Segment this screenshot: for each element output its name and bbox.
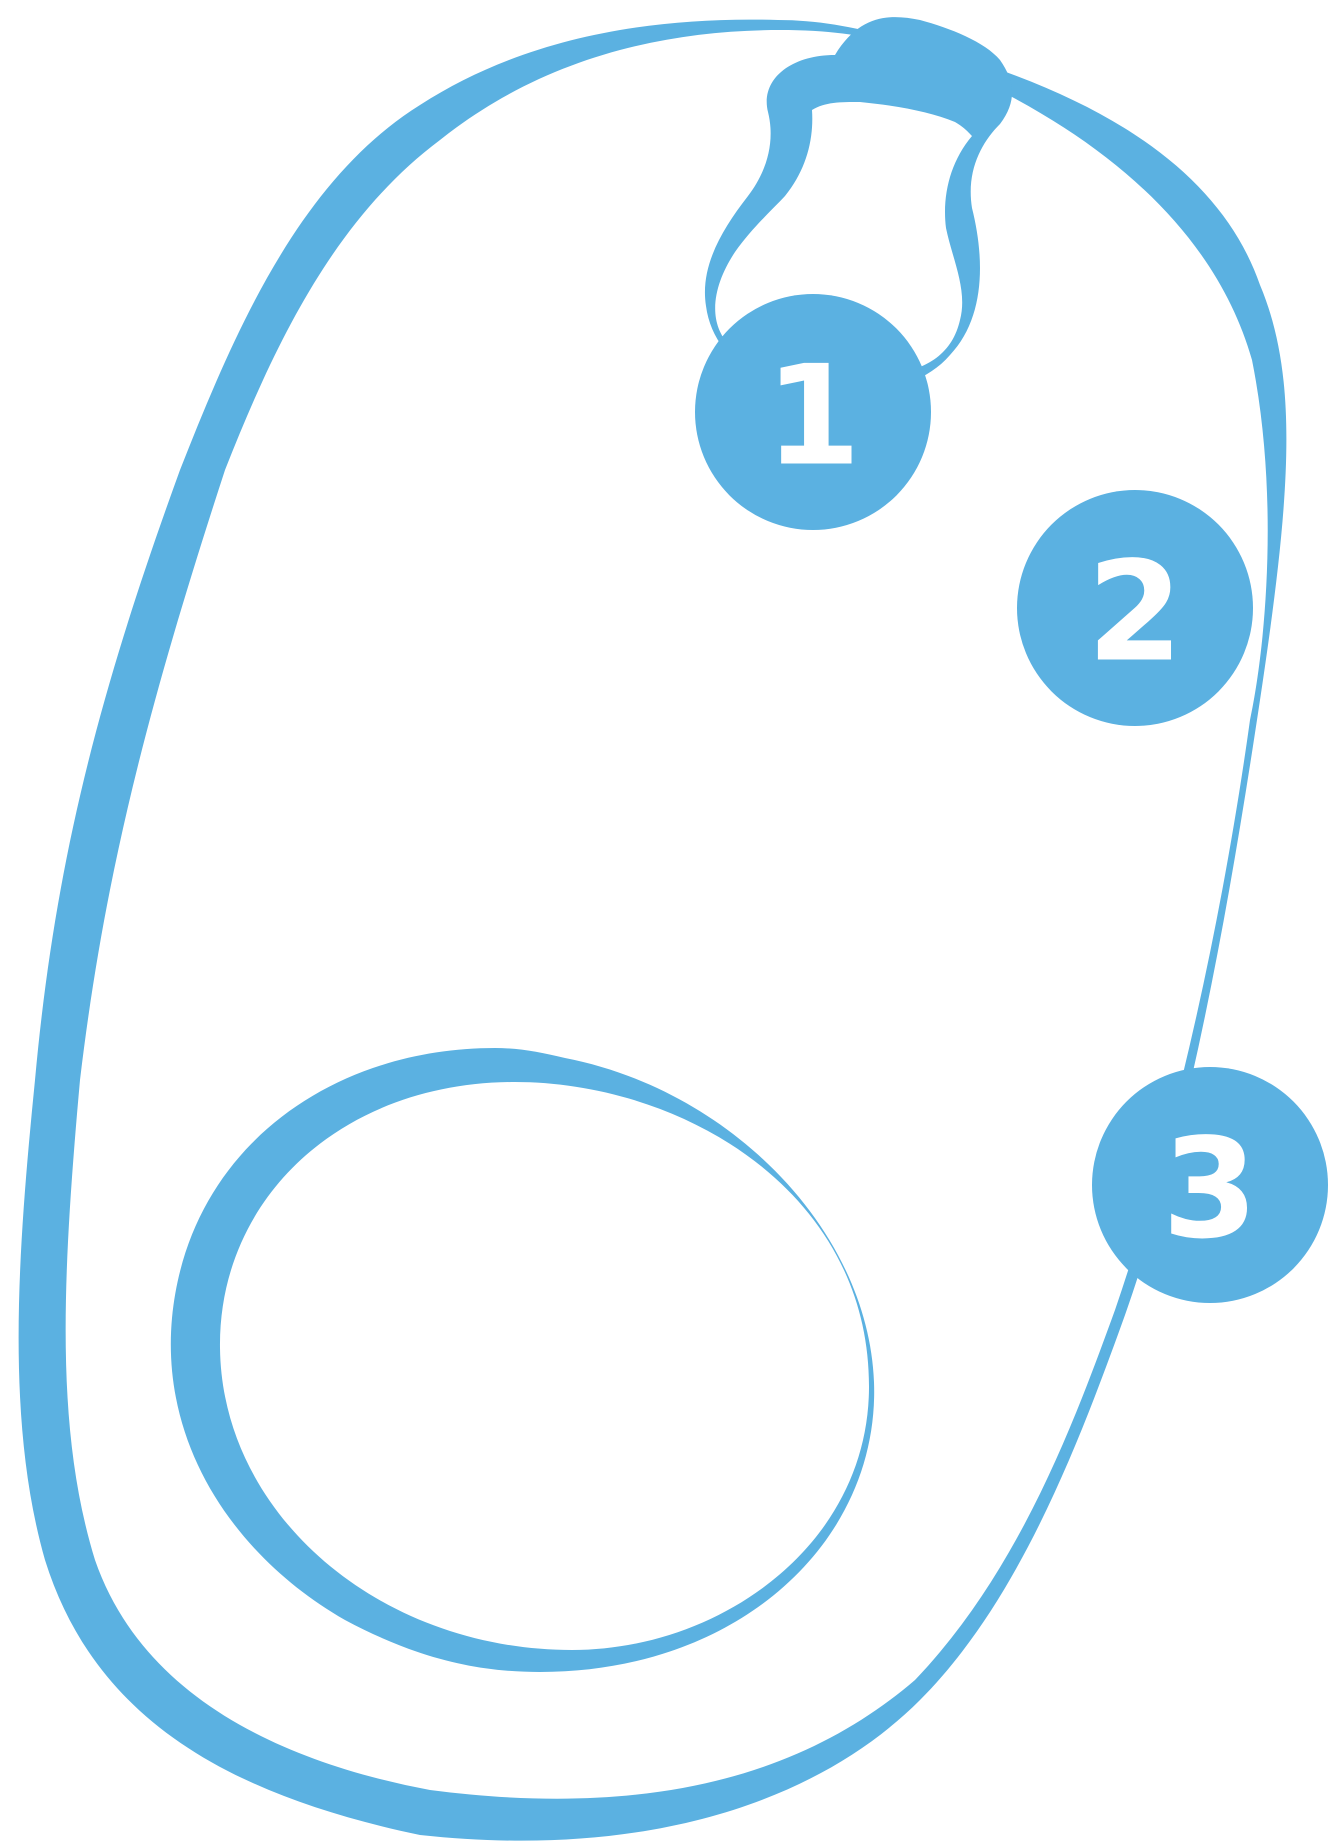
- callout-badge-2: 2: [1017, 490, 1253, 726]
- callout-badges: 1 2 3: [695, 294, 1328, 1303]
- shell-outline: [19, 20, 1287, 1841]
- callout-badge-number: 3: [1162, 1109, 1258, 1270]
- callout-badge-number: 1: [765, 336, 861, 497]
- callout-badge-3: 3: [1092, 1067, 1328, 1303]
- callout-badge-number: 2: [1087, 532, 1183, 693]
- pit-outline: [171, 1048, 874, 1672]
- callout-badge-1: 1: [695, 294, 931, 530]
